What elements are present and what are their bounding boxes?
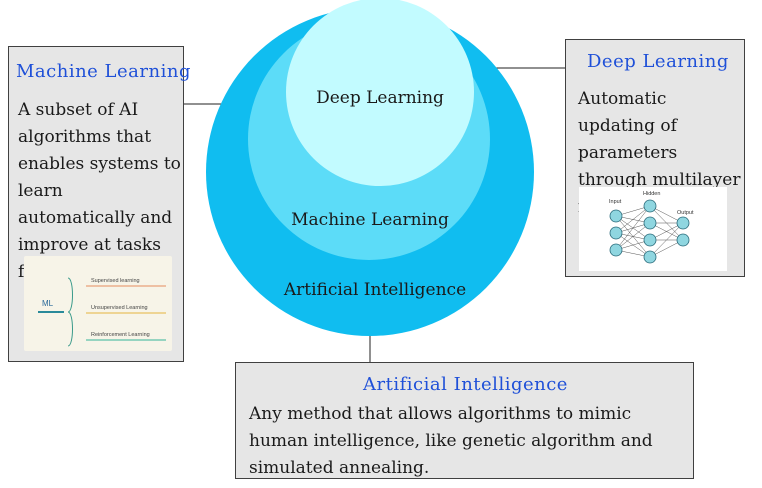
ml-box-title: Machine Learning — [16, 61, 191, 82]
neural-network-svg: Input Hidden Output — [609, 191, 694, 264]
ml-mindmap-svg: ML Supervised learning Unsupervised Lear… — [38, 277, 166, 347]
dl-callout-box: Deep Learning Automatic updating of para… — [565, 39, 745, 277]
ml-circle-label: Machine Learning — [291, 210, 449, 230]
nn-hidden-node — [643, 216, 657, 230]
ml-callout-box: Machine Learning A subset of AI algorith… — [8, 46, 190, 362]
nn-connection — [615, 205, 651, 251]
neural-network-image: Input Hidden Output — [579, 187, 727, 271]
nn-hidden-node — [643, 199, 657, 213]
nn-output-node — [676, 233, 690, 247]
nn-input-label: Input — [609, 199, 622, 205]
nn-input-node — [609, 243, 623, 257]
nn-output-node — [676, 216, 690, 230]
nn-input-node — [609, 226, 623, 240]
ml-branch-label-1: Supervised learning — [91, 278, 140, 284]
dl-circle — [286, 0, 474, 186]
ml-mindmap-image: ML Supervised learning Unsupervised Lear… — [24, 256, 172, 351]
ai-box-title: Artificial Intelligence — [363, 374, 568, 395]
ai-box-text: Any method that allows algorithms to mim… — [249, 404, 653, 478]
nn-connection — [649, 222, 684, 258]
ml-branch-label-2: Unsupervised Learning — [91, 305, 148, 311]
ai-circle-label: Artificial Intelligence — [283, 280, 467, 300]
nn-output-label: Output — [677, 210, 694, 216]
ml-branch-label-3: Reinforcement Learning — [91, 332, 150, 338]
nn-hidden-node — [643, 233, 657, 247]
nn-connection — [615, 205, 651, 234]
ml-mindmap-root: ML — [42, 299, 54, 308]
dl-circle-label: Deep Learning — [316, 88, 444, 108]
ai-callout-box: Artificial Intelligence Any method that … — [235, 362, 694, 479]
dl-box-title: Deep Learning — [587, 51, 729, 72]
nn-input-node — [609, 209, 623, 223]
nn-hidden-node — [643, 250, 657, 264]
nn-connection — [615, 222, 651, 251]
nn-hidden-label: Hidden — [643, 191, 660, 197]
